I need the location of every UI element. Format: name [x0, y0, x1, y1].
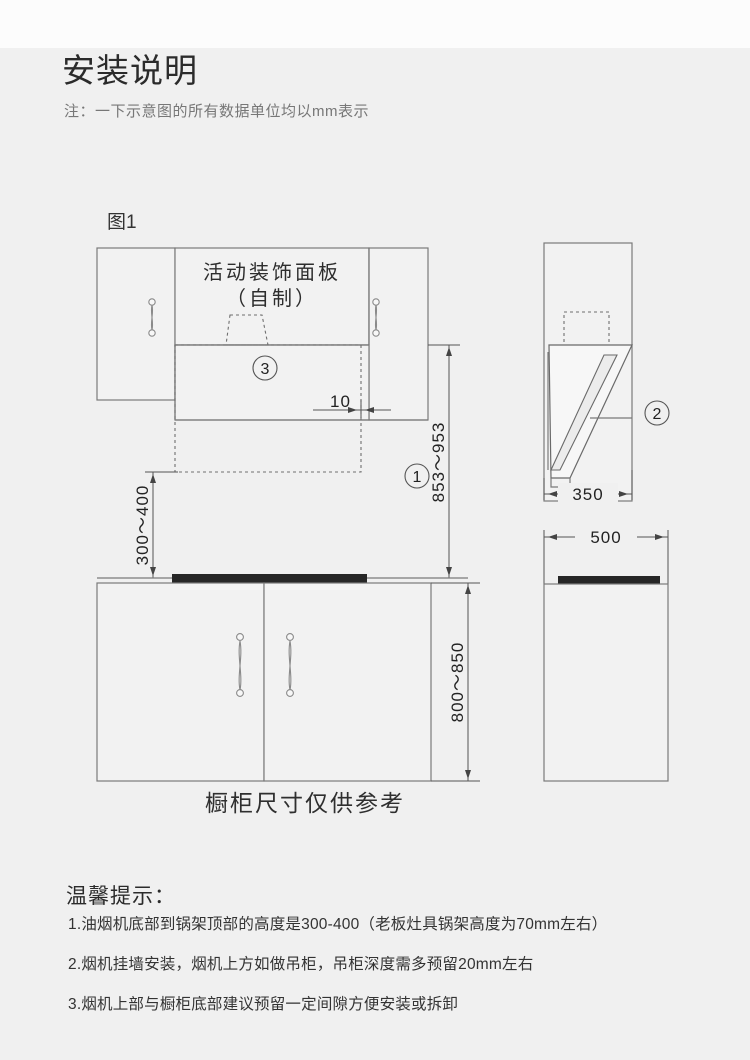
tip-item-1: 1.油烟机底部到锅架顶部的高度是300-400（老板灶具锅架高度为70mm左右）	[68, 916, 608, 933]
figure-label: 图1	[107, 212, 137, 233]
page-body	[0, 48, 750, 1060]
figure-caption: 橱柜尺寸仅供参考	[205, 790, 405, 816]
page-title: 安装说明	[62, 52, 198, 89]
page-subtitle: 注：一下示意图的所有数据单位均以mm表示	[64, 103, 369, 120]
tips-list: 1.油烟机底部到锅架顶部的高度是300-400（老板灶具锅架高度为70mm左右）…	[68, 916, 708, 1036]
tip-item-3: 3.烟机上部与橱柜底部建议预留一定间隙方便安装或拆卸	[68, 996, 459, 1014]
tip-item-2: 2.烟机挂墙安装，烟机上方如做吊柜，吊柜深度需多预留20mm左右	[68, 956, 534, 974]
top-white-strip	[0, 0, 750, 48]
tips-heading: 温馨提示：	[66, 885, 176, 908]
